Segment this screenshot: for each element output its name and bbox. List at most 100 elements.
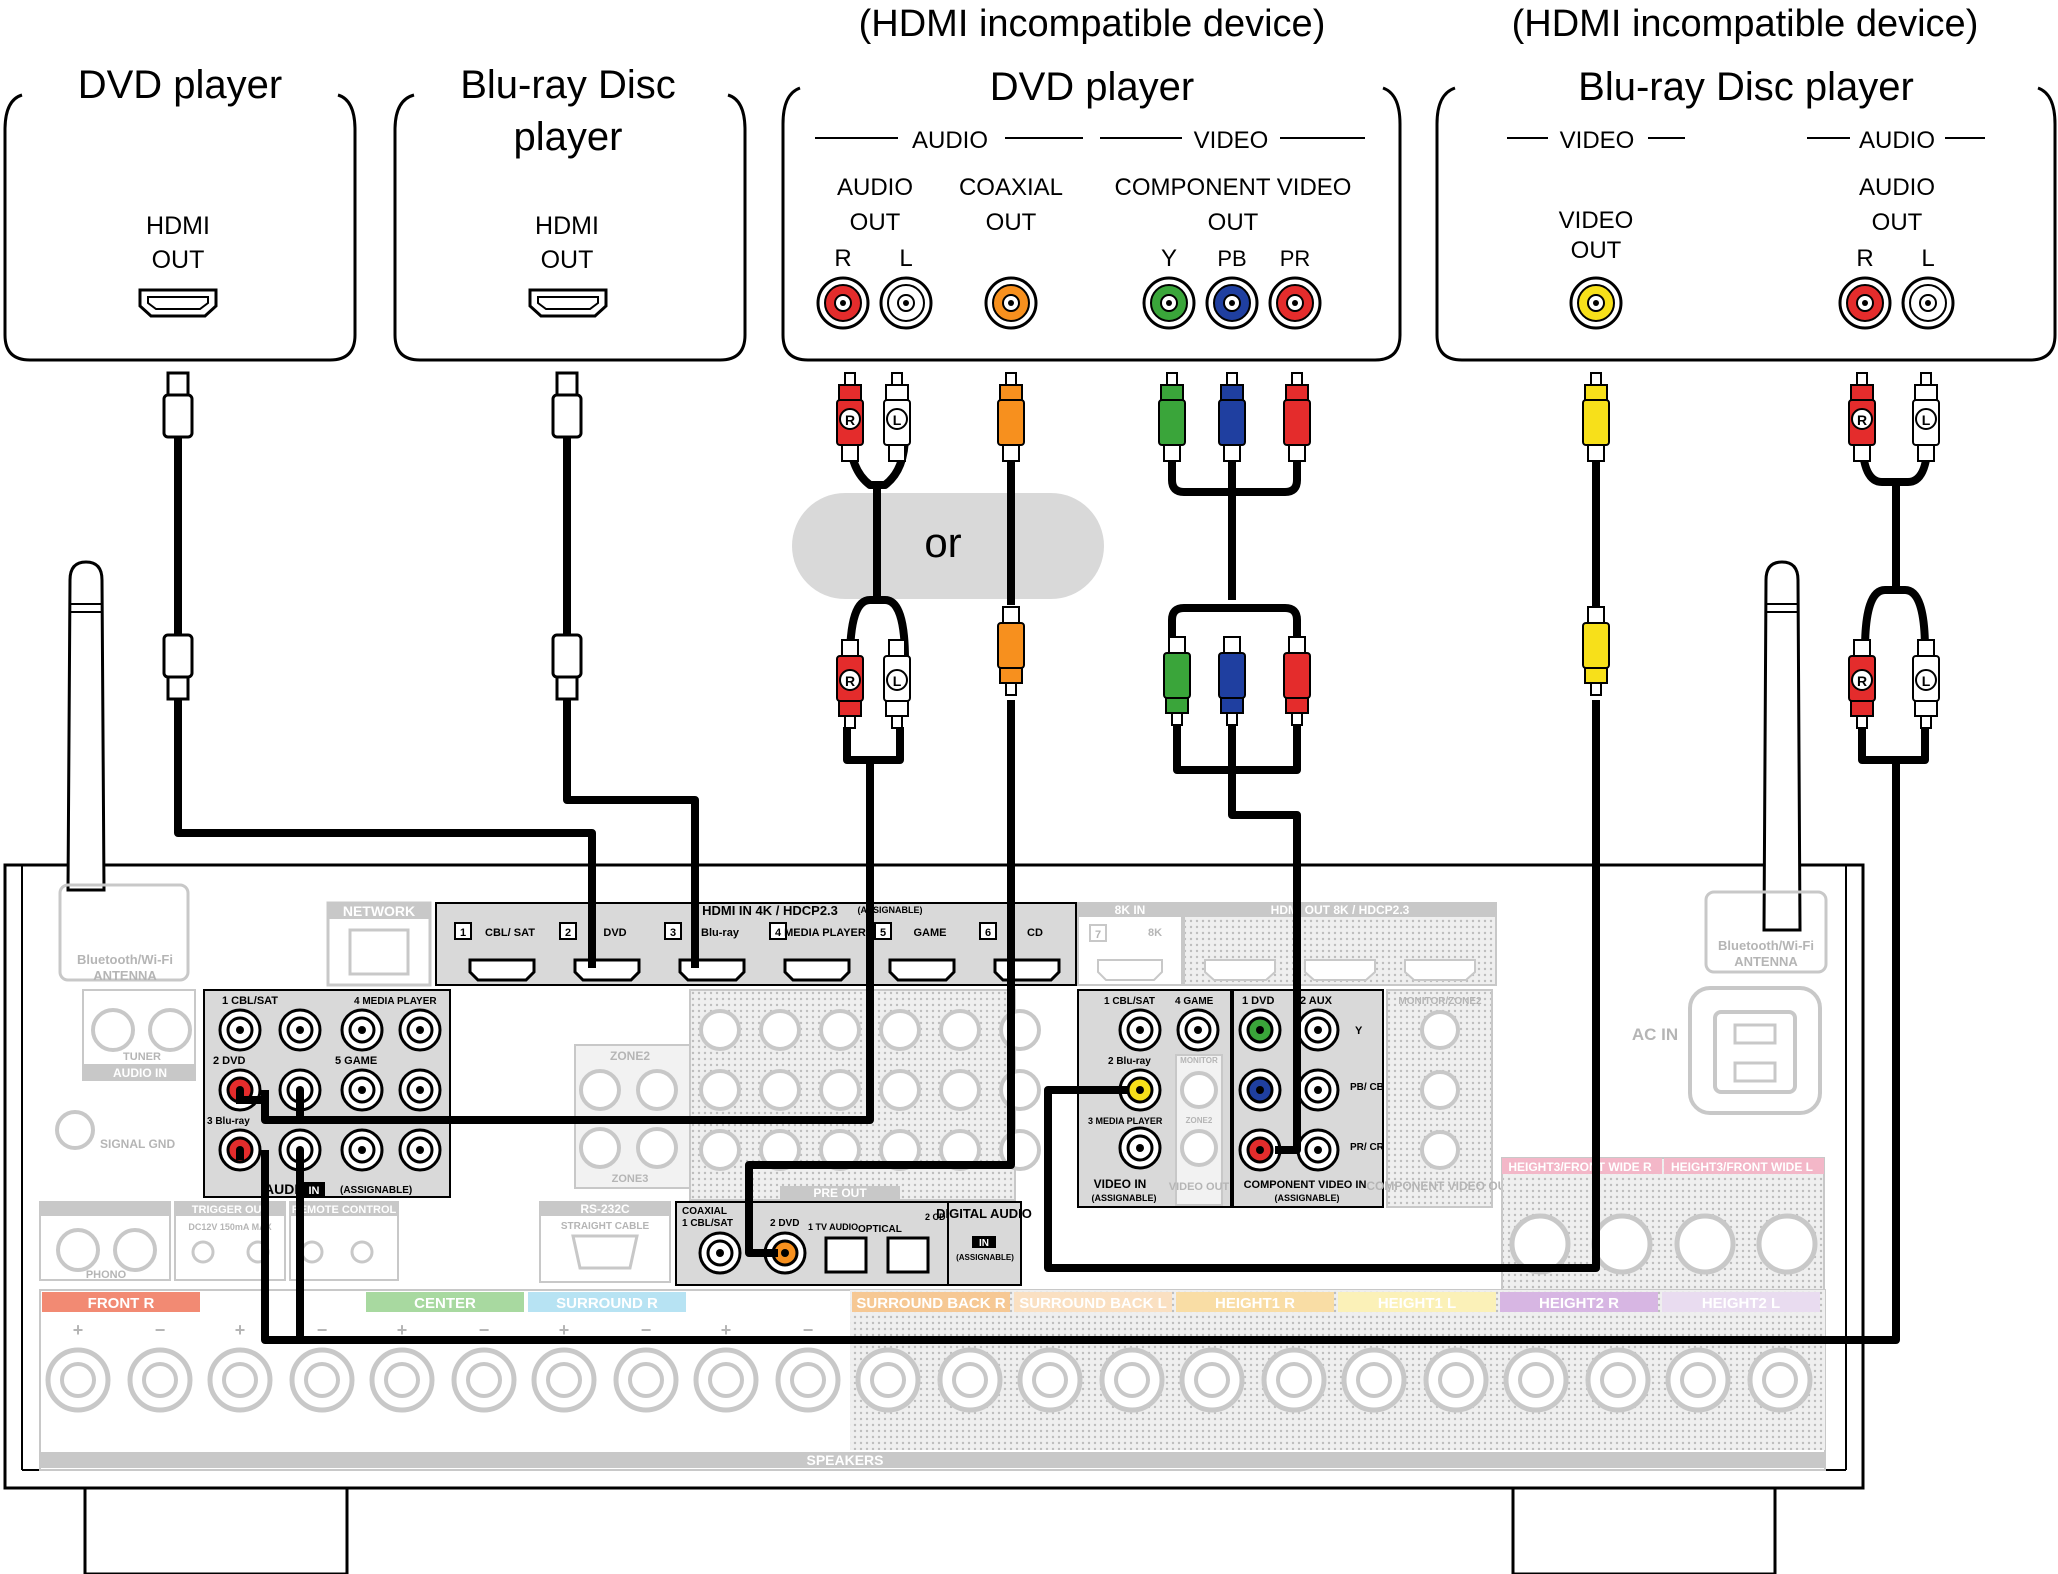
pre-out-jack: [939, 1009, 981, 1051]
zone2-label: ZONE2: [610, 1049, 650, 1063]
hdmi-in-number-box: [454, 922, 472, 940]
component-in-assignable: (ASSIGNABLE): [1275, 1193, 1340, 1203]
speaker-terminal-inner: [1518, 1362, 1554, 1398]
hdmi-in-number: 4: [775, 927, 782, 939]
optical-cd-label: 2 CD: [925, 1212, 946, 1222]
svg-text:Bluetooth/Wi-Fi: Bluetooth/Wi-Fi: [77, 952, 173, 967]
receiver-foot-left: [83, 1486, 349, 1574]
hdmi-out-header: HDMI OUT 8K / HDCP2.3: [1271, 903, 1410, 917]
optical-label: OPTICAL: [858, 1224, 902, 1235]
rca-plug: [997, 372, 1025, 462]
video-in-assignable: (ASSIGNABLE): [1092, 1193, 1157, 1203]
audio-in-jack-pin: [296, 1026, 304, 1034]
speaker-label: CENTER: [414, 1295, 476, 1312]
hdmi-in-port: [783, 958, 851, 982]
hdmi-in-number-box: [664, 922, 682, 940]
antenna-right: Bluetooth/Wi-Fi ANTENNA: [1704, 560, 1828, 974]
svg-text:L: L: [1922, 673, 1931, 689]
audio-in-label: AUDIO IN: [113, 1066, 167, 1080]
pre-out-jacks: [699, 1009, 1041, 1171]
minus-icon: −: [479, 1320, 490, 1340]
video-in-3-label: 3 MEDIA PLAYER: [1088, 1116, 1163, 1126]
signal-gnd: SIGNAL GND: [55, 1110, 175, 1151]
digital-audio-label: DIGITAL AUDIO: [936, 1206, 1032, 1221]
audio-in-jacks: [218, 1008, 442, 1172]
hdmi-incompatible-note: (HDMI incompatible device): [1512, 3, 1979, 45]
speaker-label: HEIGHT1 R: [1215, 1295, 1295, 1312]
speaker-label-bar: [42, 1292, 200, 1312]
speaker-label: SURROUND R: [556, 1295, 658, 1312]
hdmi-in-port: [678, 958, 746, 982]
speaker-terminal-inner: [142, 1362, 178, 1398]
bluray-player-analog-device: (HDMI incompatible device) Blu-ray Disc …: [1435, 3, 2057, 362]
rca-jack-icon-y: [1142, 276, 1196, 330]
audio-group-label: AUDIO: [1859, 127, 1935, 154]
svg-text:R: R: [845, 673, 855, 689]
dvd-player-analog-device: (HDMI incompatible device) DVD player AU…: [781, 3, 1402, 362]
ac-inlet: AC IN: [1632, 986, 1822, 1115]
speaker-terminal-inner: [1680, 1362, 1716, 1398]
network-port: NETWORK: [326, 901, 432, 987]
hdmi-in-name: CBL/ SAT: [485, 927, 535, 939]
dvd-player-hdmi-device: DVD player HDMI OUT: [3, 63, 357, 362]
minus-icon: −: [317, 1320, 328, 1340]
speaker-terminal-inner: [1356, 1362, 1392, 1398]
component-y-label: Y: [1355, 1025, 1363, 1037]
hdmi-in-name: Blu-ray: [701, 927, 740, 939]
speaker-label: SURROUND L: [719, 1295, 819, 1312]
speakers-label: SPEAKERS: [806, 1452, 883, 1468]
speaker-label-bar: [366, 1292, 524, 1312]
trigger-spec-label: DC12V 150mA MAX: [188, 1222, 271, 1232]
speaker-terminal-inner: [952, 1362, 988, 1398]
audio-in-assignable-panel: 1 CBL/SAT 4 MEDIA PLAYER 2 DVD 5 GAME 3 …: [203, 989, 451, 1198]
rca-jack-icon-r: [816, 276, 870, 330]
rca-plug: R: [836, 639, 864, 729]
pb-label: PB: [1217, 246, 1246, 271]
rca-plug: L: [883, 639, 911, 729]
pre-out-jack: [759, 1069, 801, 1111]
pre-out-label: PRE OUT: [813, 1186, 867, 1200]
digital-audio-assignable: (ASSIGNABLE): [956, 1253, 1014, 1262]
zone3-label: ZONE3: [612, 1173, 649, 1185]
rca-plug: R: [1848, 639, 1876, 729]
rca-jack-icon-pr: [1268, 276, 1322, 330]
y-label: Y: [1161, 245, 1177, 272]
hdmi-in-header: HDMI IN 4K / HDCP2.3: [702, 903, 838, 918]
signal-gnd-label: SIGNAL GND: [100, 1137, 175, 1151]
svg-text:R: R: [1857, 412, 1867, 428]
hdmi-label: HDMI: [146, 212, 210, 240]
speaker-terminal-inner: [870, 1362, 906, 1398]
rca-plug: [997, 606, 1025, 696]
hdmi-in-number-box: [874, 922, 892, 940]
speaker-terminal-inner: [60, 1362, 96, 1398]
rca-plug: [1582, 606, 1610, 696]
component-in-2-label: 2 AUX: [1300, 995, 1333, 1007]
minus-icon: −: [641, 1320, 652, 1340]
speaker-terminal-inner: [304, 1362, 340, 1398]
video-out-label: VIDEO OUT: [1169, 1181, 1230, 1193]
hdmi-cable-dvd: [174, 438, 596, 968]
audio-out-label: AUDIO: [1859, 174, 1935, 201]
rs232c-label: RS-232C: [580, 1202, 630, 1216]
speaker-label-bar: [690, 1292, 848, 1312]
pre-out-jack: [819, 1009, 861, 1051]
hdmi-7-name: 8K: [1148, 927, 1162, 939]
hdmi-in-port: [888, 958, 956, 982]
rca-plug: L: [883, 372, 911, 462]
audio-in-3-label: 3 Blu-ray: [207, 1116, 250, 1127]
component-out-label: COMPONENT VIDEO: [1115, 174, 1352, 201]
pre-out-jack: [879, 1009, 921, 1051]
coax-cbl-sat-label: 1 CBL/SAT: [682, 1218, 733, 1229]
bluray-title: Blu-ray Disc player: [1578, 65, 1914, 109]
rca-jack-icon-video: [1569, 276, 1623, 330]
network-label: NETWORK: [343, 903, 415, 919]
rca-plug: L: [1912, 639, 1940, 729]
hdmi-in-assignable: (ASSIGNABLE): [858, 905, 923, 915]
rca-jack-icon-pb: [1205, 276, 1259, 330]
svg-text:Bluetooth/Wi-Fi: Bluetooth/Wi-Fi: [1718, 938, 1814, 953]
or-separator: or: [792, 493, 1104, 599]
audio-in-2-label: 2 DVD: [213, 1055, 245, 1067]
hdmi-out-port-icon: [138, 288, 218, 318]
hdmi-plug: [551, 633, 583, 701]
